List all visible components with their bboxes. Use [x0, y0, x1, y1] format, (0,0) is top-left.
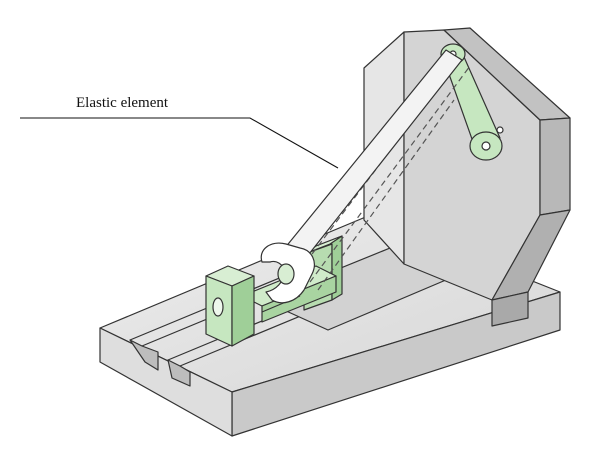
- frame-bolt: [496, 126, 504, 134]
- link-bottom-pin: [481, 141, 491, 151]
- elastic-element-jaw-gap: [277, 263, 295, 285]
- callout-label: Elastic element: [76, 95, 169, 111]
- ghost-edge-3: [317, 99, 455, 291]
- callout: Elastic element: [20, 95, 339, 169]
- ghost-edge-2: [309, 65, 471, 283]
- vertical-frame: [363, 27, 571, 327]
- frame-right-mid: [539, 117, 571, 216]
- vise-front-block-side: [231, 275, 255, 347]
- t-slot-1-end: [129, 339, 159, 371]
- vise-base-front: [261, 275, 337, 323]
- frame-foot: [491, 291, 529, 327]
- vise-front-hole: [212, 297, 224, 317]
- elastic-element: [260, 49, 463, 304]
- callout-leader-line: [20, 117, 339, 169]
- t-slot-2-end: [167, 359, 191, 387]
